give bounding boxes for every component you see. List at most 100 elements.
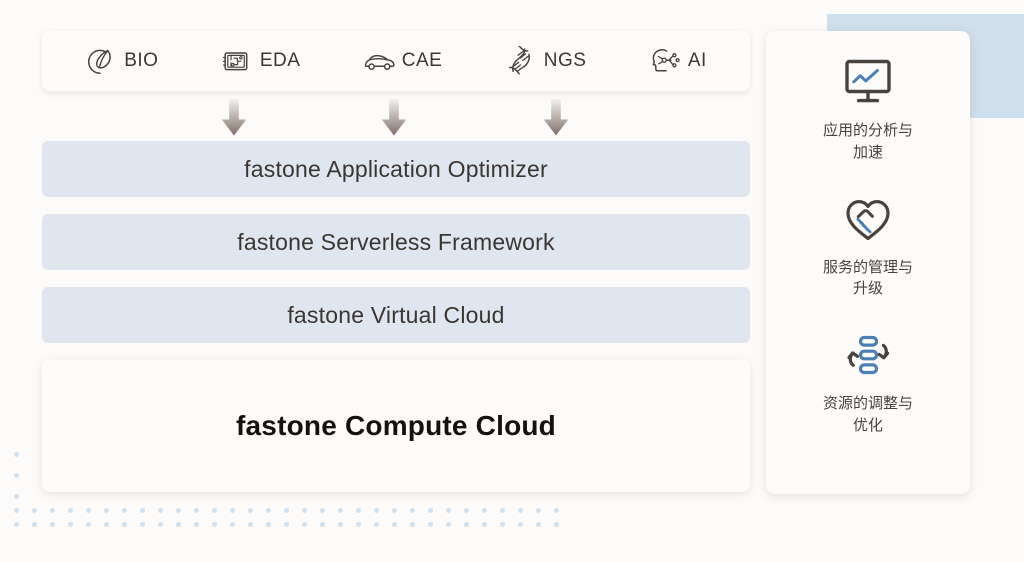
- decorative-dot: [266, 508, 271, 513]
- domain-label-ngs: NGS: [543, 50, 587, 71]
- decorative-dot: [374, 522, 379, 527]
- decorative-dot: [338, 508, 343, 513]
- decorative-dot: [140, 522, 145, 527]
- stack-bar-serverless-framework[interactable]: fastone Serverless Framework: [42, 214, 750, 270]
- domain-item-ai[interactable]: AI: [649, 46, 707, 76]
- decorative-dot: [32, 508, 37, 513]
- decorative-dot: [410, 508, 415, 513]
- chip-circuit-icon: [221, 46, 251, 76]
- monitor-chart-icon: [839, 53, 897, 111]
- decorative-dot: [464, 508, 469, 513]
- domain-label-bio: BIO: [124, 50, 159, 71]
- domain-label-ai: AI: [687, 50, 707, 71]
- decorative-dot: [428, 508, 433, 513]
- foundation-card-compute-cloud[interactable]: fastone Compute Cloud: [42, 360, 750, 492]
- decorative-dot-grid: [14, 508, 574, 532]
- decorative-dot: [266, 522, 271, 527]
- decorative-dot: [482, 522, 487, 527]
- decorative-dot: [320, 522, 325, 527]
- decorative-dot: [392, 508, 397, 513]
- decorative-dot: [14, 522, 19, 527]
- decorative-dot: [356, 522, 361, 527]
- feature-label: 应用的分析与 加速: [822, 122, 913, 161]
- stack-bar-virtual-cloud[interactable]: fastone Virtual Cloud: [42, 287, 750, 343]
- decorative-dot: [140, 508, 145, 513]
- decorative-dot: [554, 508, 559, 513]
- decorative-dot: [158, 508, 163, 513]
- decorative-dot: [14, 494, 19, 499]
- decorative-dot: [554, 522, 559, 527]
- decorative-dot: [176, 508, 181, 513]
- domain-label-eda: EDA: [259, 50, 301, 71]
- decorative-dot: [356, 508, 361, 513]
- handshake-heart-icon: [839, 190, 897, 248]
- decorative-dot: [536, 522, 541, 527]
- domain-item-cae[interactable]: CAE: [363, 46, 443, 76]
- feature-card: 应用的分析与 加速 服务的管理与 升级: [766, 31, 970, 494]
- decorative-dot-column: [14, 452, 24, 508]
- decorative-dot: [230, 522, 235, 527]
- decorative-dot: [14, 508, 19, 513]
- decorative-dot: [122, 508, 127, 513]
- leaf-circle-icon: [85, 46, 115, 76]
- decorative-dot: [428, 522, 433, 527]
- decorative-dot: [32, 522, 37, 527]
- decorative-dot: [212, 508, 217, 513]
- stack-bar-application-optimizer[interactable]: fastone Application Optimizer: [42, 141, 750, 197]
- decorative-dot: [68, 522, 73, 527]
- decorative-dot: [482, 508, 487, 513]
- decorative-dot: [230, 508, 235, 513]
- decorative-dot: [50, 522, 55, 527]
- decorative-dot: [446, 508, 451, 513]
- decorative-dot: [248, 522, 253, 527]
- decorative-dot: [536, 508, 541, 513]
- decorative-dot: [500, 522, 505, 527]
- domain-bar: BIO EDA: [42, 31, 750, 91]
- decorative-dot: [14, 473, 19, 478]
- car-icon: [363, 46, 395, 76]
- domain-item-eda[interactable]: EDA: [221, 46, 301, 76]
- decorative-dot: [392, 522, 397, 527]
- decorative-dot: [104, 522, 109, 527]
- decorative-dot: [338, 522, 343, 527]
- decorative-dot: [86, 522, 91, 527]
- decorative-dot: [464, 522, 469, 527]
- stack-bar-label: fastone Serverless Framework: [237, 228, 555, 255]
- domain-item-ngs[interactable]: NGS: [505, 46, 587, 76]
- feature-label: 资源的调整与 优化: [822, 395, 913, 434]
- arrow-down-icon: [541, 99, 571, 137]
- stack-bar-label: fastone Application Optimizer: [244, 155, 548, 182]
- decorative-dot: [518, 522, 523, 527]
- decorative-dot: [284, 508, 289, 513]
- decorative-dot: [410, 522, 415, 527]
- decorative-dot: [500, 508, 505, 513]
- decorative-dot: [248, 508, 253, 513]
- decorative-dot: [302, 522, 307, 527]
- decorative-dot: [86, 508, 91, 513]
- arrow-down-icon: [379, 99, 409, 137]
- decorative-dot: [50, 508, 55, 513]
- resource-sync-icon: [839, 326, 897, 384]
- arrow-down-icon: [219, 99, 249, 137]
- domain-label-cae: CAE: [401, 50, 443, 71]
- decorative-dot: [68, 508, 73, 513]
- feature-item-analysis[interactable]: 应用的分析与 加速: [766, 53, 970, 164]
- decorative-dot: [446, 522, 451, 527]
- decorative-dot: [194, 522, 199, 527]
- stack-bar-label: fastone Virtual Cloud: [287, 301, 505, 328]
- domain-item-bio[interactable]: BIO: [85, 46, 158, 76]
- decorative-dot: [158, 522, 163, 527]
- decorative-dot: [284, 522, 289, 527]
- feature-item-service-management[interactable]: 服务的管理与 升级: [766, 190, 970, 301]
- decorative-dot: [194, 508, 199, 513]
- feature-item-resource-optimization[interactable]: 资源的调整与 优化: [766, 326, 970, 437]
- decorative-dot: [176, 522, 181, 527]
- decorative-dot: [104, 508, 109, 513]
- decorative-dot: [302, 508, 307, 513]
- brain-network-icon: [649, 46, 680, 76]
- decorative-dot: [14, 452, 19, 457]
- decorative-dot: [212, 522, 217, 527]
- decorative-dot: [122, 522, 127, 527]
- foundation-label: fastone Compute Cloud: [236, 410, 556, 441]
